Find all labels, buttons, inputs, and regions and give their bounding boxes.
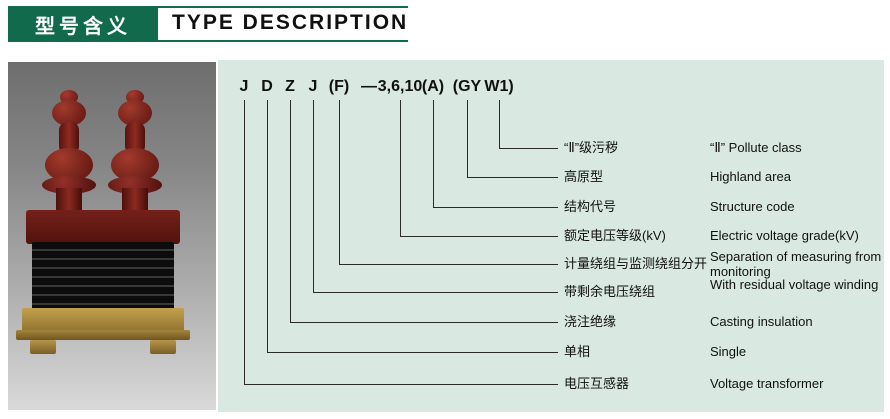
connector-vertical-line [400, 100, 401, 236]
insulator-left-upper-bulb [52, 100, 86, 126]
connector-horizontal-line [433, 207, 558, 208]
label-en: Voltage transformer [710, 376, 824, 391]
connector-horizontal-line [467, 177, 558, 178]
connector-horizontal-line [267, 352, 558, 353]
label-en: With residual voltage winding [710, 277, 879, 292]
connector-vertical-line [433, 100, 434, 207]
label-en: “Ⅱ” Pollute class [710, 140, 802, 155]
transformer-core-body [32, 242, 174, 310]
connector-vertical-line [313, 100, 314, 292]
label-en: Electric voltage grade(kV) [710, 228, 859, 243]
connector-horizontal-line [339, 264, 558, 265]
label-cn: 电压互感器 [564, 376, 630, 391]
code-part: Z [285, 78, 295, 95]
connector-vertical-line [267, 100, 268, 352]
insulator-left-skirt [42, 176, 96, 194]
header-title-en: TYPE DESCRIPTION [172, 11, 409, 34]
label-en: Structure code [710, 199, 795, 214]
code-part: 3,6,10 [377, 78, 423, 95]
label-en: Separation of measuring from monitoring [710, 249, 882, 279]
label-cn: 额定电压等级(kV) [564, 228, 666, 243]
connector-horizontal-line [400, 236, 558, 237]
label-cn: “Ⅱ”级污秽 [564, 140, 619, 155]
insulator-right-neck [125, 122, 145, 154]
insulator-right-skirt [108, 176, 162, 194]
label-cn: 计量绕组与监测绕组分开 [564, 256, 708, 271]
label-en: Highland area [710, 169, 791, 184]
code-part: J [239, 78, 249, 95]
header-title-cn: 型号含义 [35, 15, 131, 38]
transformer-foot-left [30, 340, 56, 354]
code-part: (F) [328, 78, 350, 95]
header-rule-top [158, 6, 408, 8]
code-part: W1) [484, 78, 514, 95]
label-en: Single [710, 344, 747, 359]
label-cn: 带剩余电压绕组 [564, 284, 656, 299]
transformer-top-plate [26, 210, 180, 244]
connector-horizontal-line [499, 148, 558, 149]
connector-vertical-line [244, 100, 245, 384]
label-cn: 结构代号 [564, 199, 617, 214]
connector-horizontal-line [313, 292, 558, 293]
label-cn: 浇注绝缘 [564, 314, 617, 329]
code-part: (GY [452, 78, 482, 95]
connector-vertical-line [339, 100, 340, 264]
connector-vertical-line [290, 100, 291, 322]
connector-vertical-line [499, 100, 500, 148]
header-rule-bottom [158, 40, 408, 42]
insulator-right-upper-bulb [118, 100, 152, 126]
connector-horizontal-line [244, 384, 558, 385]
product-photo [8, 62, 216, 410]
transformer-base [22, 308, 184, 334]
transformer-base-lip [16, 330, 190, 340]
header-title-cn-box: 型号含义 [8, 6, 158, 42]
code-part: D [261, 78, 273, 95]
label-cn: 单相 [564, 344, 591, 359]
connector-horizontal-line [290, 322, 558, 323]
transformer-foot-right [150, 340, 176, 354]
label-cn: 高原型 [564, 169, 604, 184]
insulator-left-neck [59, 122, 79, 154]
code-part: — [361, 78, 377, 95]
code-part: J [308, 78, 318, 95]
label-en: Casting insulation [710, 314, 813, 329]
code-part: (A) [421, 78, 445, 95]
connector-vertical-line [467, 100, 468, 177]
